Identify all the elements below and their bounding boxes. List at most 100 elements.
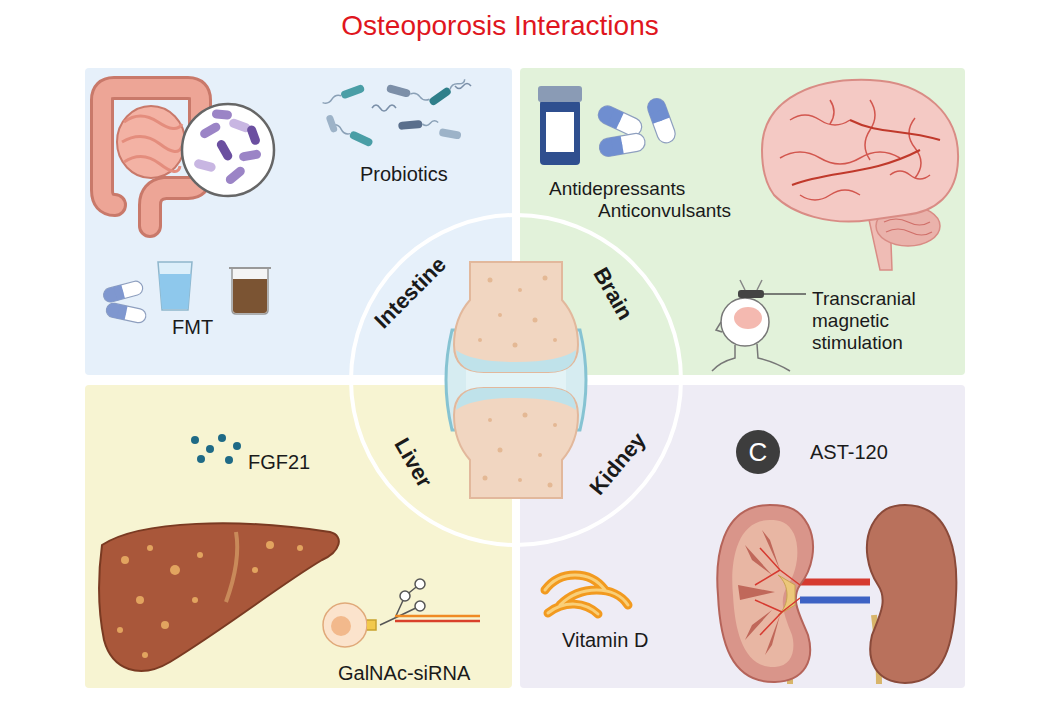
kidney-drawing bbox=[717, 505, 813, 682]
icon-letter: C bbox=[736, 430, 780, 474]
treatment-label: Anticonvulsants bbox=[598, 200, 731, 222]
sirna-drawing bbox=[395, 615, 480, 618]
capsule-drawing bbox=[598, 132, 646, 158]
diagram-title: Osteoporosis Interactions bbox=[0, 10, 1000, 42]
bone-joint-drawing bbox=[498, 313, 502, 317]
liver-drawing bbox=[170, 565, 180, 575]
pill-bottle-drawing bbox=[538, 86, 582, 165]
treatment-label: Antidepressants bbox=[549, 178, 685, 200]
liver-drawing bbox=[147, 545, 153, 551]
bone-joint-drawing bbox=[488, 418, 492, 422]
liver-drawing bbox=[117, 627, 123, 633]
liver-drawing bbox=[297, 545, 303, 551]
panel-ground bbox=[85, 68, 965, 688]
brain-drawing bbox=[884, 219, 932, 235]
pill-drawing bbox=[117, 304, 128, 319]
bone-joint-drawing bbox=[454, 262, 578, 372]
brain-drawing bbox=[762, 80, 958, 222]
sirna-drawing bbox=[331, 616, 351, 636]
bone-joint-drawing bbox=[454, 388, 578, 498]
bacteria-drawing bbox=[398, 119, 439, 130]
panel-ground bbox=[520, 385, 965, 688]
treatment-label: FMT bbox=[172, 316, 213, 339]
liver-drawing bbox=[266, 541, 274, 549]
magnifier-drawing bbox=[198, 121, 222, 140]
liver-drawing bbox=[136, 596, 144, 604]
pill-drawing bbox=[102, 280, 144, 304]
organ-panel: BrainAntidepressantsAnticonvulsantsTrans… bbox=[520, 68, 965, 375]
bacteria-drawing bbox=[321, 84, 365, 107]
bone-joint-drawing bbox=[548, 483, 553, 488]
head-drawing bbox=[764, 293, 806, 295]
head-drawing bbox=[734, 307, 762, 329]
sirna-drawing bbox=[395, 620, 480, 623]
bone-joint-drawing bbox=[446, 262, 586, 498]
capsule-drawing bbox=[595, 103, 623, 129]
kidney-drawing bbox=[732, 520, 797, 667]
fgf21-dots bbox=[218, 434, 226, 442]
bone-joint-drawing bbox=[488, 278, 493, 283]
sirna-drawing bbox=[380, 584, 420, 625]
bone-joint-drawing bbox=[553, 338, 557, 342]
pill-drawing bbox=[102, 280, 144, 304]
bone-joint-drawing bbox=[538, 453, 542, 457]
bacteria-drawing bbox=[398, 120, 423, 130]
head-drawing bbox=[712, 344, 790, 371]
orange-peel-drawing bbox=[545, 575, 628, 614]
intestine-drawing bbox=[122, 116, 182, 172]
sirna-drawing bbox=[323, 579, 480, 647]
capsule-drawing bbox=[645, 96, 678, 145]
pill-drawing bbox=[114, 285, 125, 301]
liver-drawing bbox=[161, 621, 169, 629]
brain-drawing bbox=[792, 120, 940, 185]
capsule-drawing bbox=[611, 136, 624, 155]
bacteria-drawing bbox=[449, 78, 466, 92]
fgf21-dots bbox=[191, 434, 241, 464]
bacteria-drawing bbox=[410, 92, 430, 101]
pill-bottle-drawing bbox=[540, 100, 580, 165]
kidney-drawing bbox=[738, 530, 780, 655]
sirna-drawing bbox=[415, 601, 425, 611]
fgf21-dots bbox=[206, 445, 214, 453]
pill-bottle-drawing bbox=[538, 86, 582, 102]
fgf21-dots bbox=[197, 455, 205, 463]
bone-joint-drawing bbox=[483, 476, 488, 481]
liver-drawing bbox=[197, 552, 203, 558]
bone-joint-drawing bbox=[518, 478, 522, 482]
pill-drawing bbox=[102, 280, 147, 324]
treatment-label: Probiotics bbox=[360, 163, 448, 186]
orange-peel-drawing bbox=[545, 575, 628, 614]
treatment-label: Vitamin D bbox=[562, 629, 648, 652]
sirna-drawing bbox=[415, 579, 425, 589]
magnifier-drawing bbox=[224, 165, 247, 186]
intestine-drawing bbox=[117, 106, 185, 178]
bone-joint-drawing bbox=[533, 318, 538, 323]
drug-icon: C bbox=[736, 430, 780, 474]
liver-drawing bbox=[121, 556, 129, 564]
bacteria-drawing bbox=[321, 76, 471, 147]
liver-drawing bbox=[99, 523, 339, 671]
bacteria-drawing bbox=[428, 86, 452, 106]
bone-joint-drawing bbox=[513, 343, 518, 348]
liver-drawing bbox=[252, 567, 258, 573]
kidney-drawing bbox=[800, 597, 870, 604]
capsule-drawing bbox=[645, 96, 670, 124]
glass-drawing bbox=[159, 274, 191, 309]
kidney-drawing bbox=[867, 505, 956, 683]
magnifier-drawing bbox=[246, 124, 261, 146]
organ-label: Liver bbox=[389, 433, 437, 491]
organ-panel: KidneyAST-120Vitamin DC bbox=[520, 385, 965, 688]
panel-ground bbox=[85, 385, 512, 688]
kidney-drawing bbox=[717, 505, 956, 684]
bone-joint-drawing bbox=[543, 276, 548, 281]
bone-joint-drawing bbox=[456, 350, 576, 372]
organ-label: Brain bbox=[588, 262, 638, 323]
center-ring bbox=[351, 215, 681, 545]
magnifier-drawing bbox=[182, 104, 274, 196]
capsule-drawing bbox=[598, 136, 624, 158]
beaker-drawing bbox=[229, 267, 271, 269]
treatment-label: GalNAc-siRNA bbox=[338, 662, 470, 685]
